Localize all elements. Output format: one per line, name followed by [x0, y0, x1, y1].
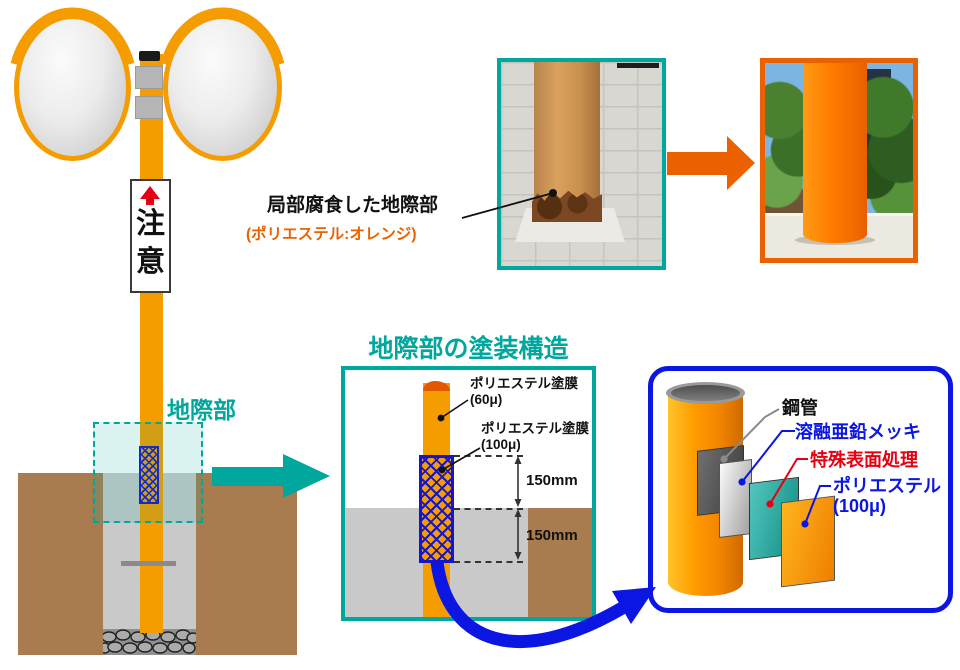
convex-mirror-right-icon: [163, 14, 282, 161]
mirror-bracket-lower: [135, 96, 163, 119]
label-polyester-line2: (100μ): [833, 496, 887, 516]
gravel-layer-icon: [103, 629, 196, 655]
caution-char-1: 注: [135, 208, 165, 240]
photo-new-pole: [760, 58, 918, 263]
photo1-dark-bar: [617, 63, 659, 68]
photo-caption-line2: (ポリエステル:オレンジ): [246, 226, 417, 243]
coating-diagram-box: ポリエステル塗膜 (60μ) ポリエステル塗膜 (100μ) 150mm 150…: [341, 366, 596, 621]
layer-zinc-panel: [719, 458, 752, 539]
coating-diagram-title: 地際部の塗装構造: [368, 335, 569, 363]
orange-arrow-icon: [727, 136, 755, 190]
label-polyester-line1: ポリエステル: [833, 476, 941, 496]
label-polyester-100-line1: ポリエステル塗膜: [481, 421, 589, 436]
layer-structure-box: 鋼管 溶融亜鉛メッキ 特殊表面処理 ポリエステル (100μ): [648, 366, 953, 613]
photo-caption-line1: 局部腐食した地際部: [267, 195, 439, 216]
coat-soil: [528, 508, 592, 617]
dimension-lower: 150mm: [526, 527, 578, 544]
label-special-surface: 特殊表面処理: [810, 450, 918, 470]
reinforced-coating-section-small: [139, 446, 159, 504]
layer-polyester-panel: [781, 495, 835, 588]
dashed-line-top: [454, 455, 523, 457]
label-polyester-60-line2: (60μ): [470, 392, 503, 407]
dashed-line-bottom: [454, 561, 523, 563]
label-steel-pipe: 鋼管: [782, 398, 818, 418]
convex-mirror-left-icon: [14, 14, 131, 161]
anchor-bar-icon: [121, 561, 176, 566]
dimension-upper: 150mm: [526, 472, 578, 489]
teal-arrow-body: [212, 467, 283, 486]
mirror-hoods-icon: [10, 7, 285, 66]
coat-pole-break: [423, 381, 450, 391]
teal-arrow-icon: [283, 454, 330, 498]
mirror-bracket-upper: [135, 66, 163, 89]
ground-zone-dashed-box: [93, 422, 203, 523]
label-zinc-plating: 溶融亜鉛メッキ: [795, 422, 921, 442]
label-polyester-60: ポリエステル塗膜 (60μ): [470, 376, 578, 408]
ground-zone-label: 地際部: [167, 397, 236, 423]
mirror-pole: [140, 54, 163, 633]
photo-corroded-pole: [497, 58, 666, 270]
up-arrow-stem-icon: [146, 198, 154, 205]
label-polyester-100-line2: (100μ): [481, 437, 521, 452]
photo2-orange-pole: [803, 63, 867, 243]
pole-cap-icon: [139, 51, 160, 61]
orange-arrow-body: [667, 152, 727, 175]
label-polyester-100: ポリエステル塗膜 (100μ): [481, 421, 589, 453]
caution-char-2: 意: [135, 246, 165, 278]
label-polyester-60-line1: ポリエステル塗膜: [470, 376, 578, 391]
caution-sign: 注 意: [130, 179, 171, 293]
up-arrow-icon: [140, 186, 160, 199]
pipe-top-opening: [671, 385, 740, 401]
reinforced-coating-section: [419, 455, 454, 563]
dashed-line-ground: [454, 508, 523, 510]
label-polyester: ポリエステル (100μ): [833, 476, 941, 516]
